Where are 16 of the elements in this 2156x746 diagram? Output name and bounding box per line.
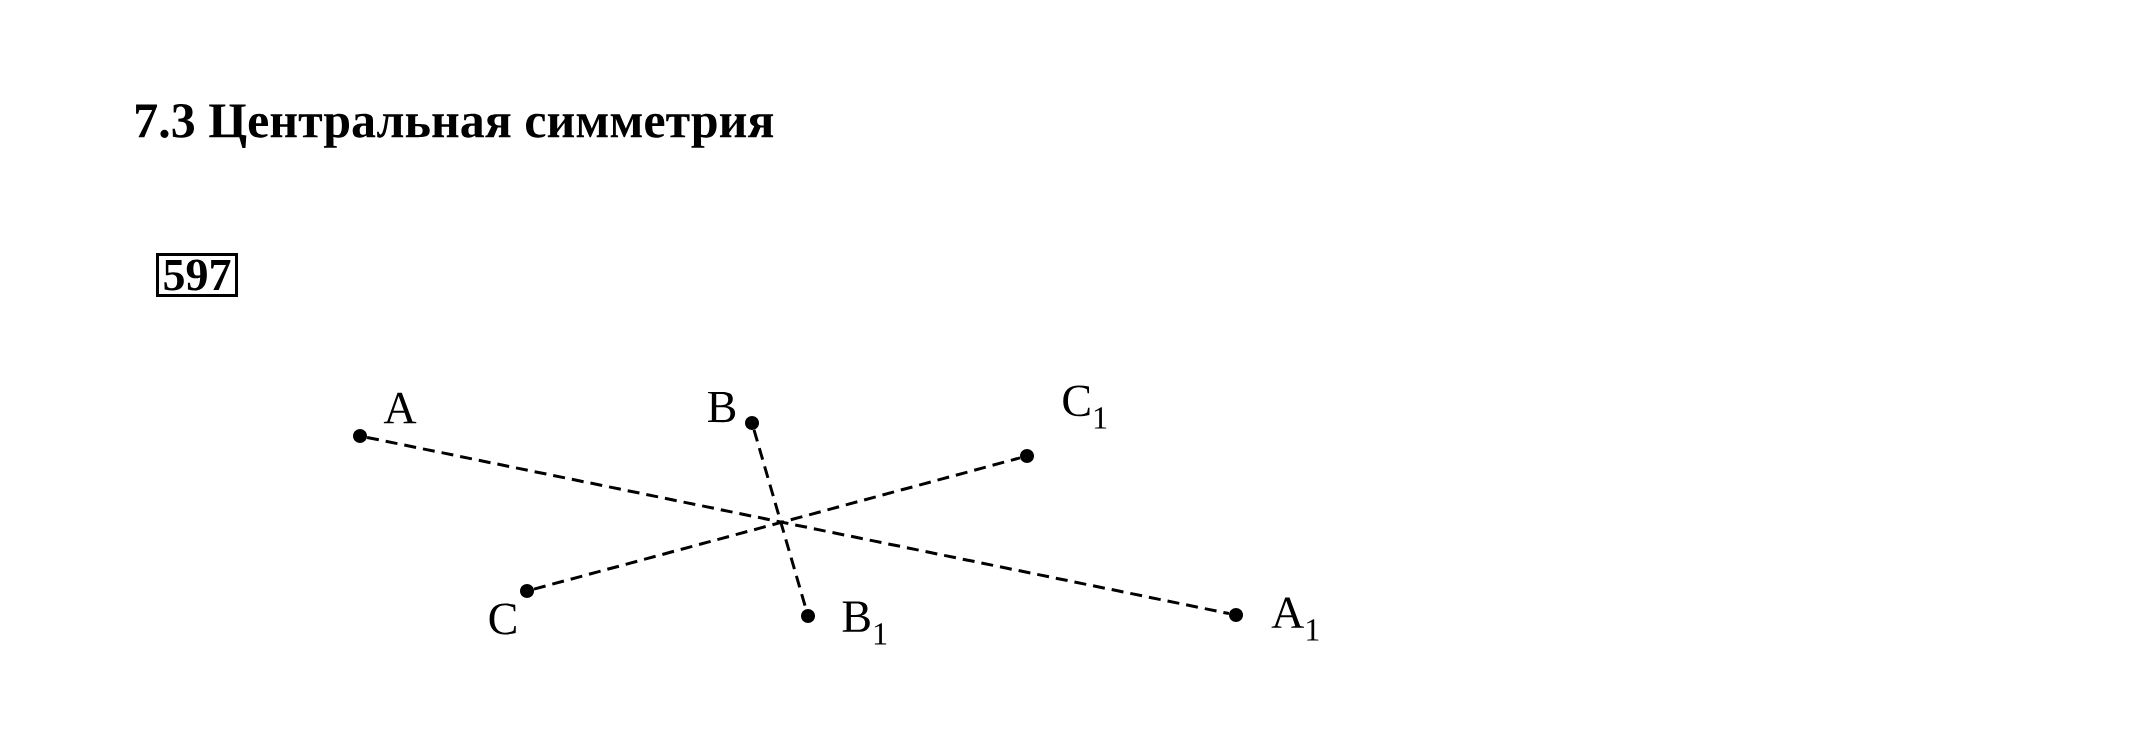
point-dot	[745, 416, 759, 430]
dashed-segment	[366, 435, 1230, 615]
number-box: 597	[156, 253, 238, 297]
point-dot	[520, 584, 534, 598]
point-label: A	[383, 392, 417, 424]
title: 7.3 Центральная симметрия	[136, 104, 774, 148]
point-label: B	[708, 391, 736, 423]
point-label: C	[489, 603, 516, 635]
point-dot	[1229, 608, 1243, 622]
point-label: A$_{1}$	[1271, 597, 1319, 641]
point-label: C$_{1}$	[1063, 385, 1107, 429]
point-dot	[353, 429, 367, 443]
point-dot	[1020, 449, 1034, 463]
point-label: B$_{1}$	[842, 601, 887, 645]
point-dot	[801, 609, 815, 623]
dashed-segment	[533, 456, 1021, 591]
